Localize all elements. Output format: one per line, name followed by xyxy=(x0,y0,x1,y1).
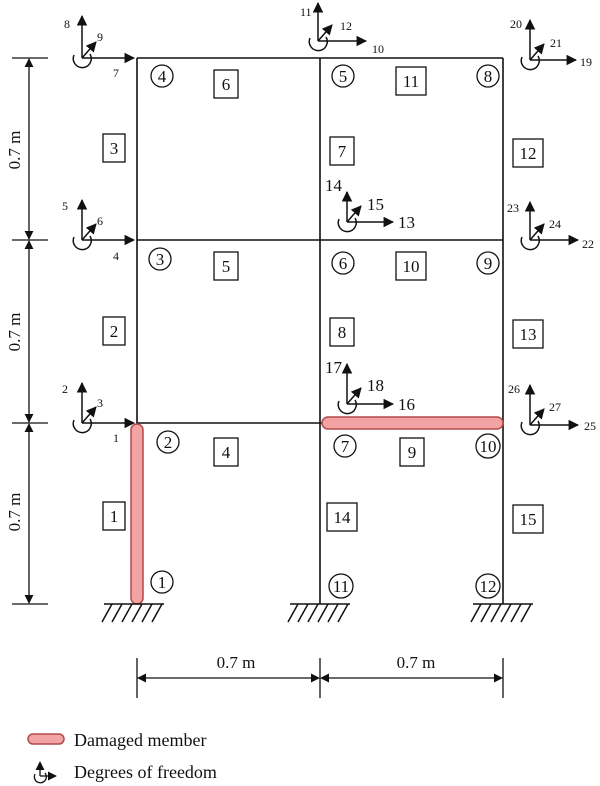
dof-label: 25 xyxy=(584,419,596,433)
dof-numbers: 1 2 3 4 5 6 7 8 9 10 11 12 13 14 15 16 1… xyxy=(62,5,596,445)
dof-label: 12 xyxy=(340,19,352,33)
dof-label: 19 xyxy=(580,55,592,69)
element-labels: 1 2 3 4 5 6 7 8 9 10 11 12 13 14 15 xyxy=(102,66,544,534)
damaged-members xyxy=(130,416,504,605)
dof-label: 26 xyxy=(508,382,520,396)
dof-label: 5 xyxy=(62,199,68,213)
element-label: 12 xyxy=(520,144,537,163)
node-label: 3 xyxy=(156,250,165,269)
dof-label: 8 xyxy=(64,17,70,31)
legend: Damaged member Degrees of freedom xyxy=(27,730,217,784)
dof-legend-icon xyxy=(33,761,57,784)
dof-arrows xyxy=(72,14,136,69)
element-label: 4 xyxy=(222,443,231,462)
dof-label: 24 xyxy=(549,217,561,231)
node-labels: 4 5 8 3 6 9 2 7 10 1 11 12 xyxy=(148,64,501,599)
dof-label: 16 xyxy=(398,395,415,414)
damaged-member-element-9 xyxy=(321,416,504,430)
dof-label: 23 xyxy=(507,201,519,215)
node-label: 5 xyxy=(339,67,348,86)
dof-arrows xyxy=(308,1,368,52)
element-label: 3 xyxy=(110,139,119,158)
element-label: 11 xyxy=(403,72,419,91)
bay-width-label: 0.7 m xyxy=(217,653,256,672)
dof-label: 13 xyxy=(398,213,415,232)
dof-label: 6 xyxy=(97,214,103,228)
bay-width-label: 0.7 m xyxy=(397,653,436,672)
fixed-support-middle xyxy=(287,603,350,623)
legend-damaged-label: Damaged member xyxy=(74,730,206,750)
node-label: 8 xyxy=(484,67,493,86)
dof-arrows xyxy=(72,198,136,251)
element-label: 10 xyxy=(403,257,420,276)
story-height-label: 0.7 m xyxy=(5,313,24,352)
element-label: 7 xyxy=(338,142,347,161)
dof-label: 7 xyxy=(113,66,119,80)
element-label: 8 xyxy=(338,323,347,342)
legend-dof-label: Degrees of freedom xyxy=(74,762,217,782)
damaged-member-swatch xyxy=(27,733,65,745)
dof-label: 11 xyxy=(300,5,312,19)
node-label: 2 xyxy=(164,433,173,452)
element-label: 9 xyxy=(408,443,417,462)
dof-arrows xyxy=(337,362,395,415)
dof-label: 18 xyxy=(367,376,384,395)
element-label: 6 xyxy=(222,75,231,94)
dof-arrows xyxy=(520,200,580,251)
node-label: 11 xyxy=(333,577,349,596)
element-label: 2 xyxy=(110,322,119,341)
element-label: 1 xyxy=(110,507,119,526)
dof-label: 1 xyxy=(113,431,119,445)
fixed-support-right xyxy=(470,603,533,623)
dof-label: 2 xyxy=(62,382,68,396)
dof-arrows xyxy=(520,18,578,71)
dof-label: 9 xyxy=(97,30,103,44)
element-label: 15 xyxy=(520,510,537,529)
fixed-support-left xyxy=(101,603,164,623)
dof-label: 22 xyxy=(582,237,594,251)
element-label: 5 xyxy=(222,257,231,276)
dof-label: 17 xyxy=(325,358,343,377)
story-height-label: 0.7 m xyxy=(5,131,24,170)
damaged-member-element-1 xyxy=(130,423,144,605)
story-height-label: 0.7 m xyxy=(5,493,24,532)
dof-label: 15 xyxy=(367,195,384,214)
dof-label: 3 xyxy=(97,396,103,410)
dof-label: 10 xyxy=(372,42,384,56)
element-label: 14 xyxy=(334,508,352,527)
node-label: 9 xyxy=(484,254,493,273)
dof-label: 4 xyxy=(113,249,119,263)
frame-members xyxy=(136,57,504,604)
node-label: 7 xyxy=(341,437,350,456)
dof-label: 27 xyxy=(549,400,561,414)
dof-arrows xyxy=(337,190,395,233)
vertical-dimensions xyxy=(12,57,48,605)
horizontal-dimensions xyxy=(136,658,504,698)
dof-arrows xyxy=(520,383,580,436)
node-label: 10 xyxy=(480,437,497,456)
dof-arrows xyxy=(72,381,136,434)
dof-symbols xyxy=(72,1,580,436)
node-label: 6 xyxy=(339,254,348,273)
node-label: 12 xyxy=(480,577,497,596)
dof-label: 20 xyxy=(510,17,522,31)
dof-label: 14 xyxy=(325,176,343,195)
node-label: 1 xyxy=(158,573,167,592)
node-label: 4 xyxy=(158,67,167,86)
dof-label: 21 xyxy=(550,36,562,50)
element-label: 13 xyxy=(520,325,537,344)
